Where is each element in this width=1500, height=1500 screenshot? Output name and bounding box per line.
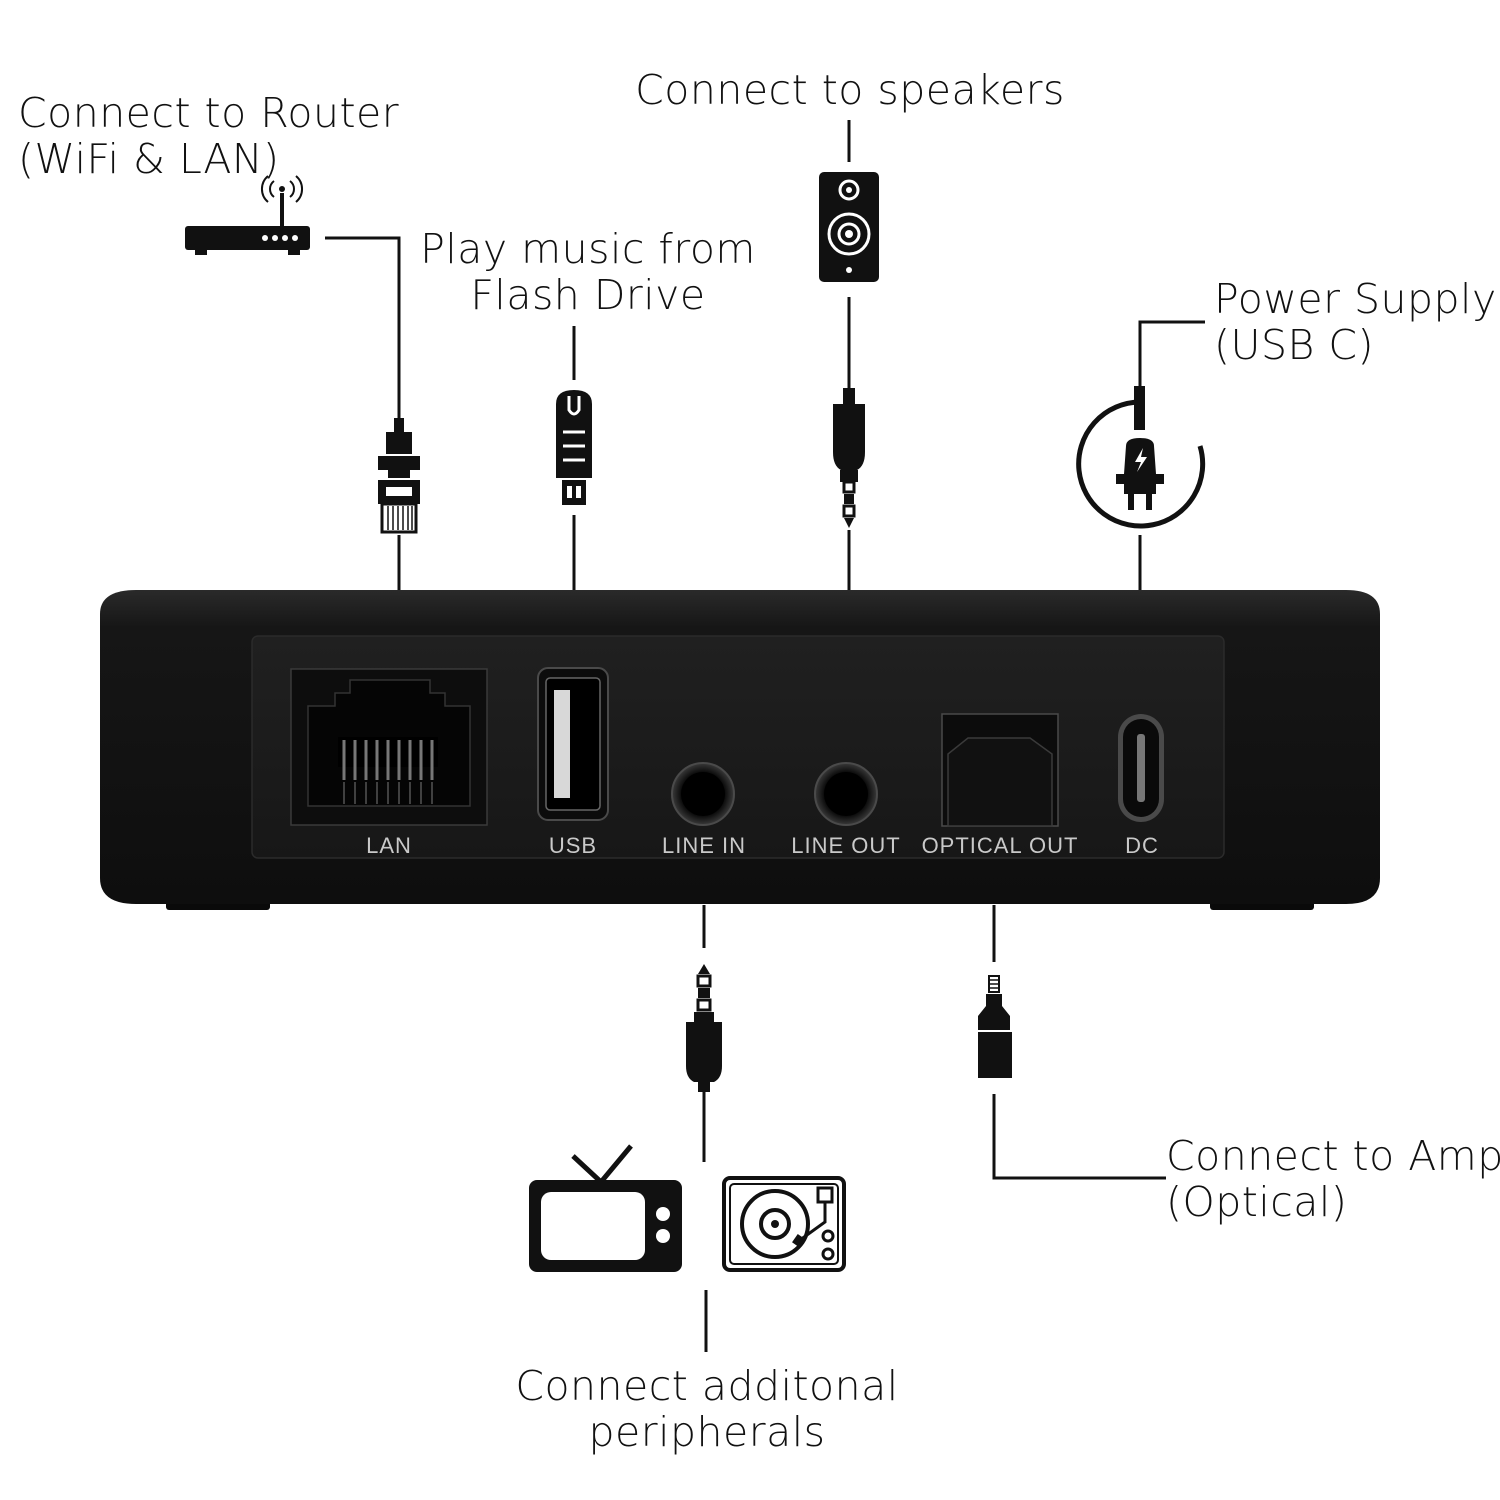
port-label-lan: LAN [366, 833, 412, 858]
usb-plug-icon [556, 390, 592, 505]
router-icon [185, 175, 310, 255]
amp-callout-line2: (Optical) [1166, 1178, 1348, 1226]
connector-lines [325, 120, 1205, 1352]
port-label-dc: DC [1125, 833, 1159, 858]
port-label-usb: USB [549, 833, 597, 858]
aux-plug-icon [833, 388, 865, 528]
speakers-callout-line1: Connect to speakers [635, 66, 1065, 114]
flash-callout-line2: Flash Drive [470, 271, 706, 319]
line-out-port [814, 762, 878, 826]
optical-plug-icon [978, 975, 1012, 1078]
power-callout: Power Supply (USB C) [1214, 276, 1497, 368]
speakers-callout: Connect to speakers [630, 67, 1070, 113]
speaker-icon [819, 172, 879, 282]
router-callout: Connect to Router (WiFi & LAN) [18, 90, 399, 182]
usb-port [537, 667, 609, 821]
power-callout-line2: (USB C) [1214, 321, 1375, 369]
router-callout-line2: (WiFi & LAN) [18, 135, 280, 183]
optical-line-bottom [992, 1094, 1166, 1180]
power-callout-line1: Power Supply [1214, 275, 1497, 323]
flash-callout: Play music from Flash Drive [420, 226, 756, 318]
router-callout-line1: Connect to Router [18, 89, 400, 137]
router-line-top [325, 236, 401, 418]
peripherals-callout-line2: peripherals [588, 1408, 826, 1456]
tv-icon [529, 1144, 682, 1272]
turntable-icon [722, 1176, 846, 1272]
streamer-device: LAN USB LINE IN LINE OUT OPTICAL OUT DC [100, 590, 1380, 910]
peripherals-callout: Connect additonal peripherals [500, 1363, 914, 1455]
dc-port [1118, 714, 1164, 822]
amp-callout-line1: Connect to Amp [1166, 1132, 1500, 1180]
ethernet-plug-icon [378, 418, 420, 534]
peripherals-callout-line1: Connect additonal [515, 1362, 899, 1410]
port-label-optical-out: OPTICAL OUT [922, 833, 1079, 858]
lan-port [290, 668, 488, 826]
line-in-port [671, 762, 735, 826]
aux-plug-line-in-icon [686, 964, 722, 1092]
optical-out-port [941, 713, 1059, 827]
power-plug-icon [1076, 386, 1206, 529]
flash-callout-line1: Play music from [420, 225, 756, 273]
port-label-line-in: LINE IN [662, 833, 746, 858]
power-line-top [1138, 320, 1205, 386]
port-label-line-out: LINE OUT [791, 833, 900, 858]
amp-callout: Connect to Amp (Optical) [1166, 1133, 1500, 1225]
